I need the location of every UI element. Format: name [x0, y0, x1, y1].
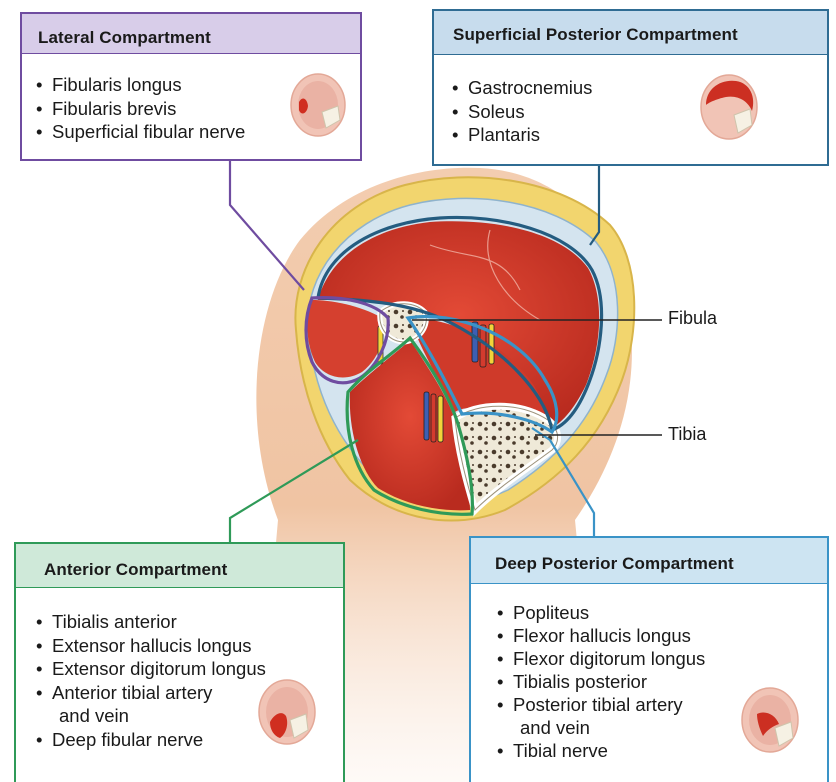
list-item: Fibularis brevis	[36, 97, 245, 121]
list-item: Deep fibular nerve	[36, 728, 266, 752]
anterior-compartment-box: Anterior Compartment Tibialis anterior E…	[14, 542, 345, 782]
list-item: Superficial fibular nerve	[36, 120, 245, 144]
deep-posterior-thumbnail	[739, 684, 801, 756]
lateral-thumbnail	[288, 70, 348, 140]
superficial-posterior-compartment-list: Gastrocnemius Soleus Plantaris	[452, 76, 592, 147]
anterior-thumbnail	[256, 676, 318, 748]
list-item: Extensor digitorum longus	[36, 657, 266, 681]
lateral-compartment-box: Lateral Compartment Fibularis longus Fib…	[20, 12, 362, 161]
lateral-compartment-title: Lateral Compartment	[22, 14, 360, 54]
superficial-posterior-compartment-box: Superficial Posterior Compartment Gastro…	[432, 9, 829, 166]
list-item: Soleus	[452, 100, 592, 124]
lateral-compartment-list: Fibularis longus Fibularis brevis Superf…	[36, 73, 245, 144]
list-item: Popliteus	[497, 601, 705, 624]
deep-posterior-compartment-list: Popliteus Flexor hallucis longus Flexor …	[497, 601, 705, 762]
anterior-compartment-title: Anterior Compartment	[16, 544, 343, 588]
list-item: Flexor hallucis longus	[497, 624, 705, 647]
list-item: Gastrocnemius	[452, 76, 592, 100]
list-item: Extensor hallucis longus	[36, 634, 266, 658]
list-item: Tibialis anterior	[36, 610, 266, 634]
list-item: Tibialis posterior	[497, 670, 705, 693]
list-item: Fibularis longus	[36, 73, 245, 97]
anterior-compartment-list: Tibialis anterior Extensor hallucis long…	[36, 610, 266, 751]
fibula-label: Fibula	[668, 308, 717, 329]
list-item: Tibial nerve	[497, 739, 705, 762]
deep-posterior-compartment-title: Deep Posterior Compartment	[471, 538, 827, 584]
list-item: Plantaris	[452, 123, 592, 147]
tibia-label: Tibia	[668, 424, 706, 445]
list-item: Flexor digitorum longus	[497, 647, 705, 670]
deep-posterior-compartment-box: Deep Posterior Compartment Popliteus Fle…	[469, 536, 829, 782]
superficial-posterior-thumbnail	[698, 71, 760, 143]
superficial-posterior-compartment-title: Superficial Posterior Compartment	[434, 11, 827, 55]
